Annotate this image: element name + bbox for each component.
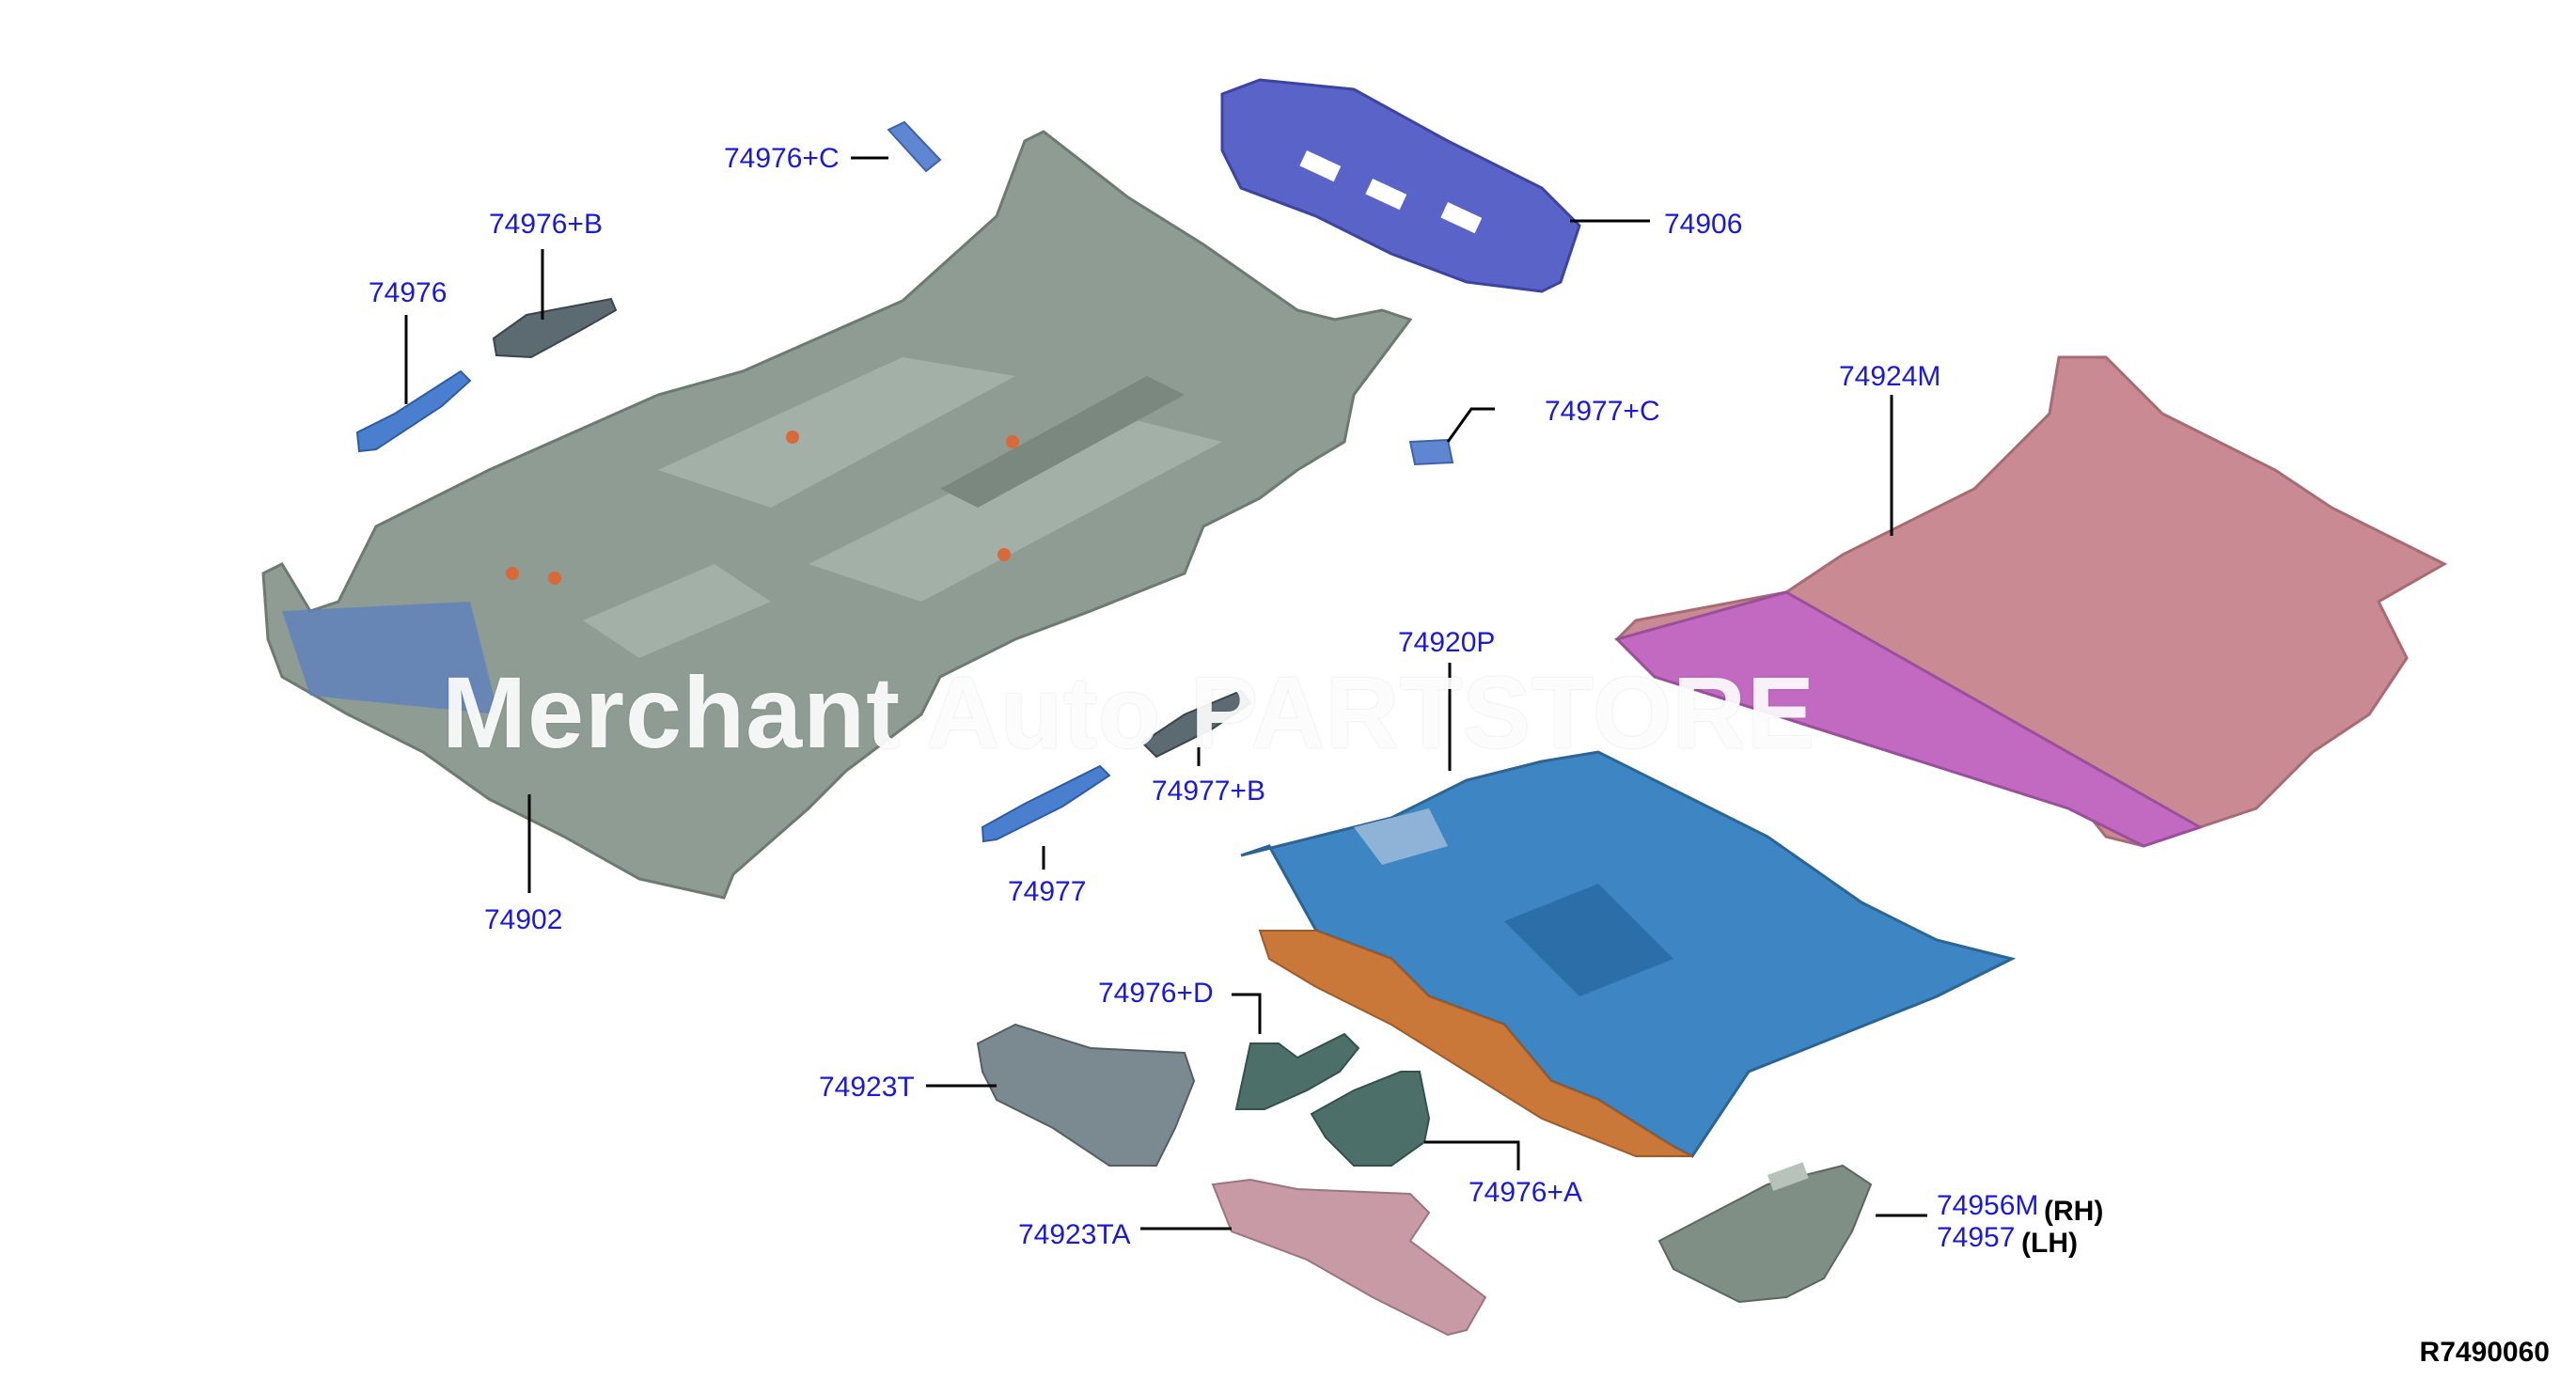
part-74977 (981, 764, 1111, 843)
callout-74976a: 74976+A (1469, 1177, 1582, 1208)
part-74976c (887, 120, 942, 173)
callout-74956m: 74956M (1937, 1190, 2039, 1221)
callout-74977b: 74977+B (1152, 776, 1265, 807)
callout-74976b: 74976+B (489, 209, 603, 240)
callout-74920p: 74920P (1398, 627, 1496, 658)
part-74976a (1310, 1071, 1431, 1167)
side-rh: (RH) (2044, 1196, 2104, 1227)
leader-lines (404, 156, 1927, 1230)
callout-74923t: 74923T (819, 1072, 915, 1103)
part-74976d (1234, 1032, 1360, 1110)
callout-74977: 74977 (1008, 876, 1087, 907)
part-74976b (492, 297, 618, 359)
part-74923ta (1211, 1178, 1487, 1337)
callout-74976c: 74976+C (724, 143, 840, 174)
callout-74906: 74906 (1664, 209, 1743, 240)
part-74920p-front-carpet (1240, 750, 2017, 1158)
part-74956m-74957-mat (1657, 1162, 1873, 1304)
part-74924m-rear-carpet (1614, 355, 2448, 848)
callout-74923ta: 74923TA (1018, 1219, 1131, 1250)
part-74977b (1140, 689, 1252, 759)
callout-74924m: 74924M (1839, 361, 1941, 392)
callout-74957: 74957 (1937, 1222, 2016, 1253)
watermark: Merchant Auto PARTSTORE (442, 655, 1816, 769)
callout-74902: 74902 (484, 904, 563, 935)
callout-74976: 74976 (369, 277, 448, 308)
side-lh: (LH) (2021, 1228, 2078, 1259)
callout-74976d: 74976+D (1098, 978, 1214, 1009)
part-74976 (355, 369, 472, 453)
part-74923t (976, 1023, 1196, 1167)
diagram-id: R7490060 (2419, 1337, 2550, 1368)
part-74977c (1408, 438, 1454, 466)
part-74902-floor-carpet (261, 130, 1413, 900)
callout-74977c: 74977+C (1545, 396, 1660, 427)
part-74906-rear-panel (1220, 78, 1581, 293)
